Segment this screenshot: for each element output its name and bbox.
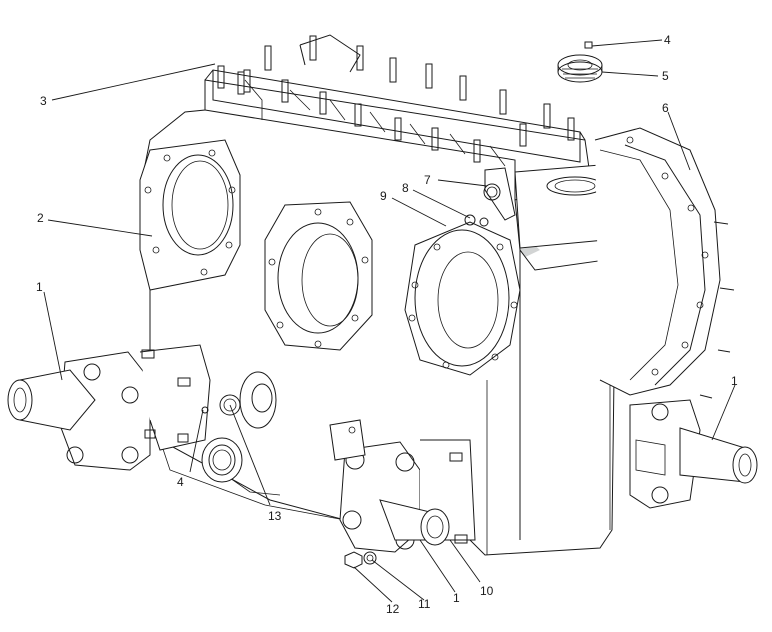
top-studs bbox=[217, 35, 575, 167]
right-output-cover bbox=[629, 399, 758, 509]
callout-labels: 3 2 1 4 13 4 5 6 7 8 9 10 1 11 12 1 bbox=[36, 33, 738, 616]
callout-7: 7 bbox=[424, 173, 431, 187]
top-plug-and-seal bbox=[557, 41, 603, 83]
right-bearing-flange bbox=[404, 221, 521, 376]
callout-13: 13 bbox=[268, 509, 282, 523]
left-bearing-flange bbox=[139, 139, 241, 291]
callout-4-left: 4 bbox=[177, 475, 184, 489]
middle-bearing-flange bbox=[264, 201, 373, 351]
callout-1-right: 1 bbox=[731, 374, 738, 388]
callout-10: 10 bbox=[480, 584, 494, 598]
callout-4-top: 4 bbox=[664, 33, 671, 47]
end-cover bbox=[594, 127, 735, 399]
leader-lines bbox=[43, 39, 736, 603]
callout-3: 3 bbox=[40, 94, 47, 108]
callout-11: 11 bbox=[418, 597, 431, 611]
left-output-cover bbox=[7, 344, 211, 471]
callout-12: 12 bbox=[386, 602, 400, 616]
callout-8: 8 bbox=[402, 181, 409, 195]
callout-9: 9 bbox=[380, 189, 387, 203]
bottom-output-cover bbox=[329, 419, 476, 569]
callout-2: 2 bbox=[37, 211, 44, 225]
callout-1-bottom: 1 bbox=[453, 591, 460, 605]
callout-6: 6 bbox=[662, 101, 669, 115]
callout-1-left: 1 bbox=[36, 280, 43, 294]
callout-5: 5 bbox=[662, 69, 669, 83]
